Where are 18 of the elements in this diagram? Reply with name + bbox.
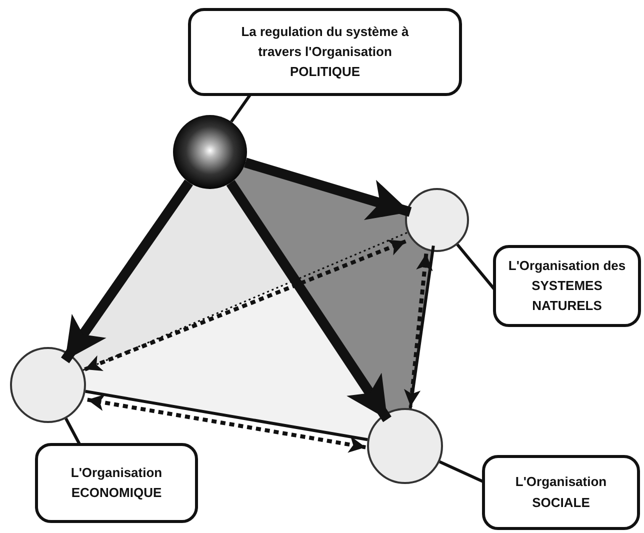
bubble-text: L'Organisation SOCIALE xyxy=(514,473,608,512)
line xyxy=(408,245,435,409)
speech-bubble xyxy=(493,245,641,327)
arrow xyxy=(226,180,392,422)
line xyxy=(85,390,368,442)
speech-bubble xyxy=(35,443,198,523)
callout-line xyxy=(230,94,252,123)
double-arrow xyxy=(404,254,433,407)
speech-bubble xyxy=(188,8,462,96)
arrow xyxy=(244,158,412,220)
callout-line xyxy=(64,418,82,446)
arrow xyxy=(61,180,193,364)
bubble-text: L'Organisation ECONOMIQUE xyxy=(70,464,164,502)
bubble-text: La regulation du système à travers l'Organisation POLITIQUE xyxy=(240,22,410,82)
speech-bubble xyxy=(482,455,640,530)
circle xyxy=(10,347,86,423)
bubble-text: L'Organisation des SYSTEMES NATURELS xyxy=(507,256,627,316)
double-arrow xyxy=(87,394,366,453)
